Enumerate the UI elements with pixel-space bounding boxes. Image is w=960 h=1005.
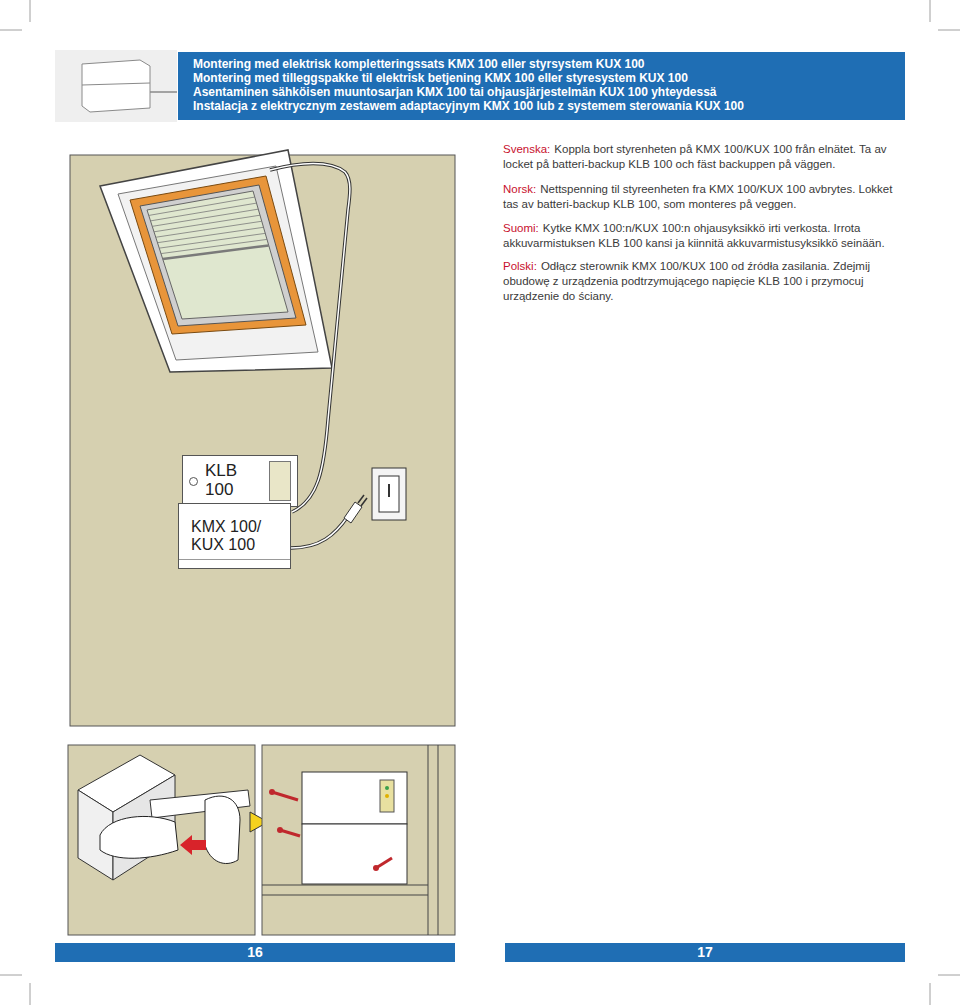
box-text: KMX 100/ KUX 100 bbox=[191, 518, 281, 553]
header-line: Montering med elektrisk kompletteringssa… bbox=[193, 57, 893, 71]
crop-marks-part bbox=[930, 0, 931, 22]
language-name: Suomi: bbox=[503, 222, 539, 234]
step-panel-mount-part bbox=[380, 780, 394, 812]
step-panel-open-cover bbox=[68, 745, 268, 935]
language-paragraph: Polski:Odłącz sterownik KMX 100/KUX 100 … bbox=[503, 259, 905, 304]
step-panel-mount-part bbox=[428, 745, 429, 935]
crop-marks-part bbox=[0, 975, 22, 976]
wall-socket bbox=[372, 468, 406, 520]
step-panel-mount-part bbox=[302, 824, 407, 884]
roof-window-part bbox=[100, 150, 332, 372]
language-paragraph: Svenska:Koppla bort styrenheten på KMX 1… bbox=[503, 142, 905, 172]
blind-pleat bbox=[158, 227, 264, 242]
header-line: Montering med tilleggspakke til elektris… bbox=[193, 71, 893, 85]
header-icon-part bbox=[150, 91, 177, 93]
step-panel-open-cover-part bbox=[205, 796, 240, 863]
header-icon bbox=[55, 50, 177, 122]
language-name: Norsk: bbox=[503, 183, 536, 195]
step-panel-mount-part bbox=[373, 865, 379, 871]
battery-backup-box: KLB 100 bbox=[182, 455, 298, 507]
crop-marks-part bbox=[930, 983, 931, 1005]
roof-window bbox=[100, 150, 332, 372]
step-panel-mount-part bbox=[302, 772, 407, 824]
roof-window-part bbox=[130, 176, 306, 334]
header-line: Instalacja z elektrycznym zestawem adapt… bbox=[193, 99, 893, 113]
text-holder: 17 bbox=[505, 943, 905, 962]
page-number-bars-part bbox=[505, 943, 905, 962]
language-name: Polski: bbox=[503, 260, 537, 272]
header-bar-part bbox=[178, 52, 905, 120]
crop-marks-part bbox=[30, 983, 31, 1005]
header-icon-part bbox=[82, 60, 150, 112]
blind-pleat bbox=[159, 233, 265, 248]
power-cable-part bbox=[291, 516, 348, 548]
header-icon-part bbox=[82, 83, 150, 85]
power-cable bbox=[270, 164, 350, 549]
instruction-text: Nettspenning til styreenheten fra KMX 10… bbox=[503, 183, 892, 210]
step-panel-mount-part bbox=[272, 792, 298, 800]
step-panel-mount-part bbox=[262, 885, 428, 886]
text-holder: Montering med elektrisk kompletteringssa… bbox=[193, 57, 893, 71]
step-panel-mount-part bbox=[438, 745, 439, 935]
page-number: 16 bbox=[55, 943, 455, 962]
roof-window-part bbox=[140, 185, 296, 326]
instruction-text: Odłącz sterownik KMX 100/KUX 100 od źród… bbox=[503, 260, 870, 302]
step-panel-open-cover-part bbox=[180, 835, 206, 855]
step-panel-mount-part bbox=[277, 827, 283, 833]
crop-marks-part bbox=[938, 30, 960, 31]
wall-socket-part bbox=[372, 468, 406, 520]
roof-window-part bbox=[118, 166, 318, 360]
power-cable-part bbox=[291, 516, 348, 548]
plug-part bbox=[358, 495, 364, 503]
roof-window-part bbox=[149, 197, 269, 259]
status-panel bbox=[269, 461, 291, 501]
box-label: KLB 100 bbox=[205, 462, 265, 499]
box-label: KMX 100/ KUX 100 bbox=[191, 518, 281, 553]
housing-edge bbox=[179, 559, 290, 560]
step-panel-mount-part bbox=[385, 786, 389, 790]
step-panel-mount-part bbox=[269, 789, 275, 795]
instruction-text: Kytke KMX 100:n/KUX 100:n ohjausyksikkö … bbox=[503, 222, 885, 249]
blind-pleat bbox=[163, 245, 269, 259]
page-number-bars bbox=[55, 943, 905, 962]
header-line: Asentaminen sähköisen muuntosarjan KMX 1… bbox=[193, 85, 893, 99]
step-panel-mount bbox=[262, 745, 455, 935]
crop-marks-part bbox=[0, 30, 22, 31]
language-paragraph: Suomi:Kytke KMX 100:n/KUX 100:n ohjausyk… bbox=[503, 221, 905, 251]
wall-socket-part bbox=[388, 484, 390, 497]
step-panel-open-cover-part bbox=[68, 745, 255, 935]
header-icon-part bbox=[55, 50, 177, 122]
plug bbox=[344, 495, 367, 523]
step-panel-mount-part bbox=[262, 745, 455, 935]
page-number: 17 bbox=[505, 943, 905, 962]
plug-part bbox=[361, 498, 367, 506]
control-unit-box: KMX 100/ KUX 100 bbox=[178, 503, 291, 569]
crop-marks-part bbox=[938, 975, 960, 976]
roof-window-part bbox=[147, 191, 288, 319]
plug-part bbox=[344, 502, 362, 523]
screw-ring bbox=[189, 477, 198, 486]
wall-socket-part bbox=[379, 476, 399, 512]
text-holder: Montering med tilleggspakke til elektris… bbox=[193, 71, 893, 85]
step-panel-mount-part bbox=[385, 794, 389, 798]
instruction-text: Koppla bort styrenheten på KMX 100/KUX 1… bbox=[503, 143, 887, 170]
blind-pleat bbox=[156, 221, 262, 237]
header-bar bbox=[178, 52, 905, 120]
page-number-bars-part bbox=[55, 943, 455, 962]
text-holder: 16 bbox=[55, 943, 455, 962]
language-name: Svenska: bbox=[503, 143, 550, 155]
box-text: KLB 100 bbox=[205, 462, 265, 499]
text-holder: Asentaminen sähköisen muuntosarjan KMX 1… bbox=[193, 85, 893, 99]
step-panel-mount-part bbox=[262, 895, 428, 896]
language-paragraph: Norsk:Nettspenning til styreenheten fra … bbox=[503, 182, 905, 212]
step-panel-mount-part bbox=[280, 830, 300, 836]
text-holder: Instalacja z elektrycznym zestawem adapt… bbox=[193, 99, 893, 113]
crop-marks-part bbox=[30, 0, 31, 22]
step-panel-open-cover-part bbox=[100, 816, 178, 858]
